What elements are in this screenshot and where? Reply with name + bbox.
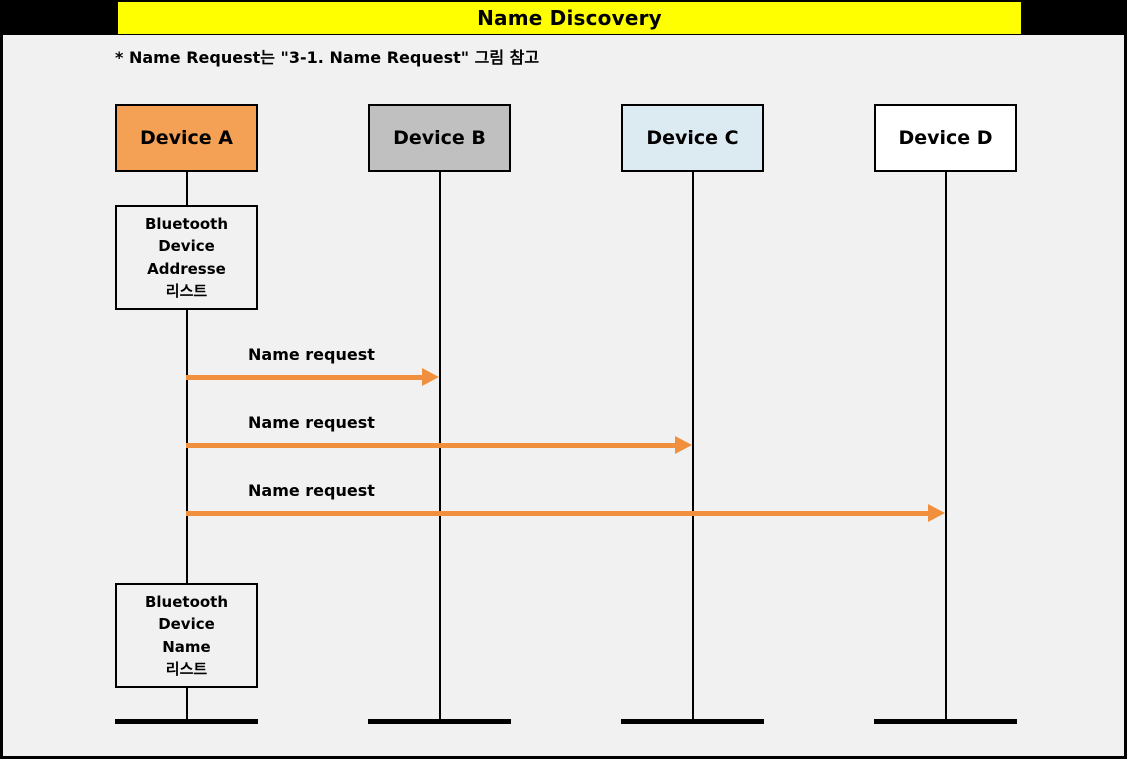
- actor-device-a[interactable]: Device A: [115, 104, 258, 172]
- note-line: Name: [162, 637, 211, 656]
- terminator-device-c: [621, 719, 764, 724]
- lifeline-device-d: [945, 172, 947, 722]
- message-name-request-to-c[interactable]: Name request: [186, 413, 692, 454]
- actor-device-d-label: Device D: [898, 126, 993, 149]
- message-label: Name request: [248, 413, 375, 432]
- message-label: Name request: [248, 481, 375, 500]
- note-line: Bluetooth: [144, 215, 229, 234]
- note-line: Device: [158, 615, 215, 634]
- annotation-note: * Name Request는 "3-1. Name Request" 그림 참…: [115, 48, 540, 67]
- note-box-bluetooth-device-name-list[interactable]: Bluetooth Device Name 리스트: [115, 583, 258, 688]
- page-title: Name Discovery: [477, 6, 662, 30]
- note-line: 리스트: [165, 281, 208, 300]
- terminator-device-a: [115, 719, 258, 724]
- message-line: [186, 375, 423, 380]
- arrowhead-icon: [675, 436, 692, 454]
- arrowhead-icon: [422, 368, 439, 386]
- actor-device-b-label: Device B: [393, 126, 486, 149]
- note-box-bluetooth-device-address-list[interactable]: Bluetooth Device Addresse 리스트: [115, 205, 258, 310]
- actor-device-a-label: Device A: [139, 126, 234, 149]
- message-line: [186, 443, 676, 448]
- arrowhead-icon: [928, 504, 945, 522]
- actor-device-d[interactable]: Device D: [874, 104, 1017, 172]
- actor-device-c[interactable]: Device C: [621, 104, 764, 172]
- actor-device-c-label: Device C: [646, 126, 739, 149]
- message-line: [186, 511, 929, 516]
- note-line: 리스트: [165, 659, 208, 678]
- message-name-request-to-b[interactable]: Name request: [186, 345, 439, 386]
- note-line: Addresse: [147, 259, 226, 278]
- note-line: Device: [158, 237, 215, 256]
- message-label: Name request: [248, 345, 375, 364]
- diagram-title-bar: Name Discovery: [118, 2, 1021, 34]
- note-line: Bluetooth: [144, 593, 229, 612]
- lifeline-device-c: [692, 172, 694, 722]
- terminator-device-d: [874, 719, 1017, 724]
- actor-device-b[interactable]: Device B: [368, 104, 511, 172]
- terminator-device-b: [368, 719, 511, 724]
- message-name-request-to-d[interactable]: Name request: [186, 481, 945, 522]
